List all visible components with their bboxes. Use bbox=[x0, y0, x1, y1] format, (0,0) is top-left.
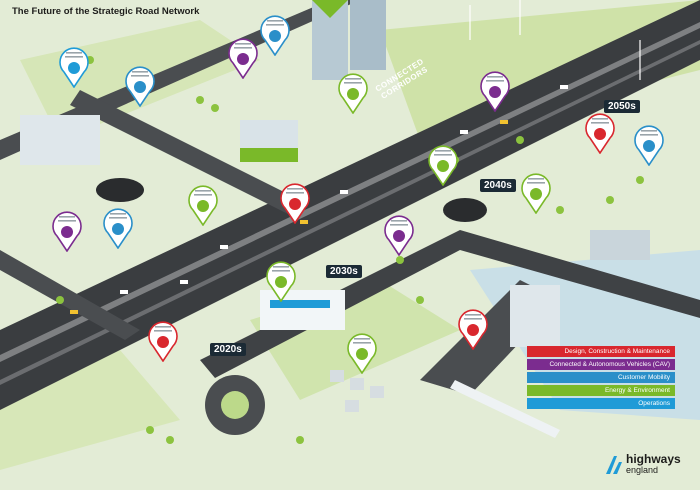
pin-mobility[interactable] bbox=[57, 44, 91, 88]
lightbulb-icon bbox=[634, 125, 664, 166]
pin-tree[interactable] bbox=[345, 330, 379, 374]
page-title: The Future of the Strategic Road Network bbox=[12, 6, 200, 17]
pin-brain[interactable] bbox=[336, 70, 370, 114]
people-icon bbox=[103, 208, 133, 249]
drone-icon bbox=[585, 113, 615, 154]
truck-icon bbox=[458, 309, 488, 350]
era-2050s: 2050s bbox=[604, 100, 640, 113]
charger-icon bbox=[266, 261, 296, 302]
road-icon bbox=[384, 215, 414, 256]
mobility-icon bbox=[59, 47, 89, 88]
pin-drone[interactable] bbox=[583, 110, 617, 154]
pin-digital[interactable] bbox=[258, 12, 292, 56]
brain-icon bbox=[338, 73, 368, 114]
pin-molecule[interactable] bbox=[146, 318, 180, 362]
pin-scheme[interactable] bbox=[186, 182, 220, 226]
tunnel-icon bbox=[428, 145, 458, 186]
pin-road[interactable] bbox=[382, 212, 416, 256]
connected-car-icon bbox=[480, 71, 510, 112]
era-2020s: 2020s bbox=[210, 343, 246, 356]
pin-connected-car[interactable] bbox=[478, 68, 512, 112]
tree-icon bbox=[347, 333, 377, 374]
pin-construction[interactable] bbox=[519, 170, 553, 214]
era-2030s: 2030s bbox=[326, 265, 362, 278]
digital-icon bbox=[260, 15, 290, 56]
legend-item-energy: Energy & Environment bbox=[527, 385, 675, 396]
pin-network[interactable] bbox=[50, 208, 84, 252]
pin-arrows[interactable] bbox=[278, 180, 312, 224]
logo-word-england: england bbox=[626, 465, 659, 475]
era-2040s: 2040s bbox=[480, 179, 516, 192]
logo-word-highways: highways bbox=[626, 452, 681, 466]
highways-england-logo: highways england bbox=[604, 452, 694, 482]
car-icon bbox=[228, 38, 258, 79]
arrows-icon bbox=[280, 183, 310, 224]
pin-people[interactable] bbox=[101, 205, 135, 249]
logo-mark-icon bbox=[606, 456, 622, 474]
network-icon bbox=[52, 211, 82, 252]
pin-tunnel[interactable] bbox=[426, 142, 460, 186]
pin-lightbulb[interactable] bbox=[632, 122, 666, 166]
pin-charger[interactable] bbox=[264, 258, 298, 302]
scheme-icon bbox=[188, 185, 218, 226]
pin-car[interactable] bbox=[226, 35, 260, 79]
construction-icon bbox=[521, 173, 551, 214]
legend-item-customer-mobility: Customer Mobility bbox=[527, 372, 675, 383]
map-pin-icon bbox=[125, 66, 155, 107]
molecule-icon bbox=[148, 321, 178, 362]
legend-item-design: Design, Construction & Maintenance bbox=[527, 346, 675, 357]
pin-map[interactable] bbox=[123, 63, 157, 107]
legend: Design, Construction & Maintenance Conne… bbox=[527, 346, 675, 411]
pin-truck[interactable] bbox=[456, 306, 490, 350]
legend-item-cav: Connected & Autonomous Vehicles (CAV) bbox=[527, 359, 675, 370]
legend-item-operations: Operations bbox=[527, 398, 675, 409]
